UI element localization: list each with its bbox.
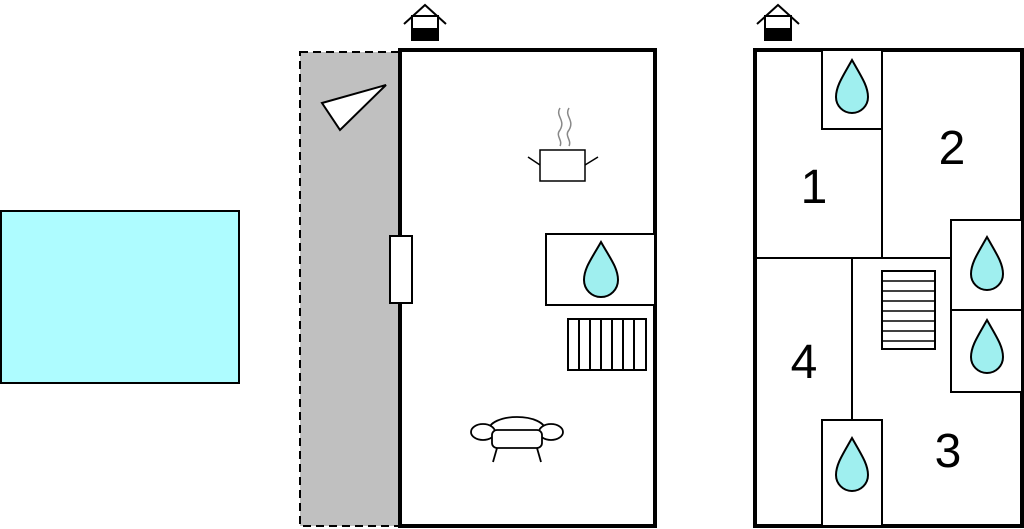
water-drop-icon [969,234,1005,291]
water-drop-icon [834,435,870,492]
house-entrance-icon [403,3,447,41]
house-entrance-icon [756,3,800,41]
room-label: 3 [935,425,962,478]
door-icon [389,235,413,304]
water-drop-icon [582,239,620,298]
room-label: 4 [791,336,818,389]
staircase-icon [881,270,936,350]
ground-floor [299,3,657,528]
sun-triangle-icon [320,84,387,132]
upper-floor: 1 2 3 4 [753,3,1024,528]
room-label: 1 [801,161,828,214]
radiator-icon [567,318,647,371]
bathroom [821,49,883,130]
room-label: 2 [939,122,966,175]
terrace [299,51,401,527]
swimming-pool [0,210,240,384]
water-drop-icon [834,57,870,114]
sofa-icon [470,416,564,463]
water-drop-icon [969,317,1005,374]
cooking-pot-icon [527,107,599,182]
